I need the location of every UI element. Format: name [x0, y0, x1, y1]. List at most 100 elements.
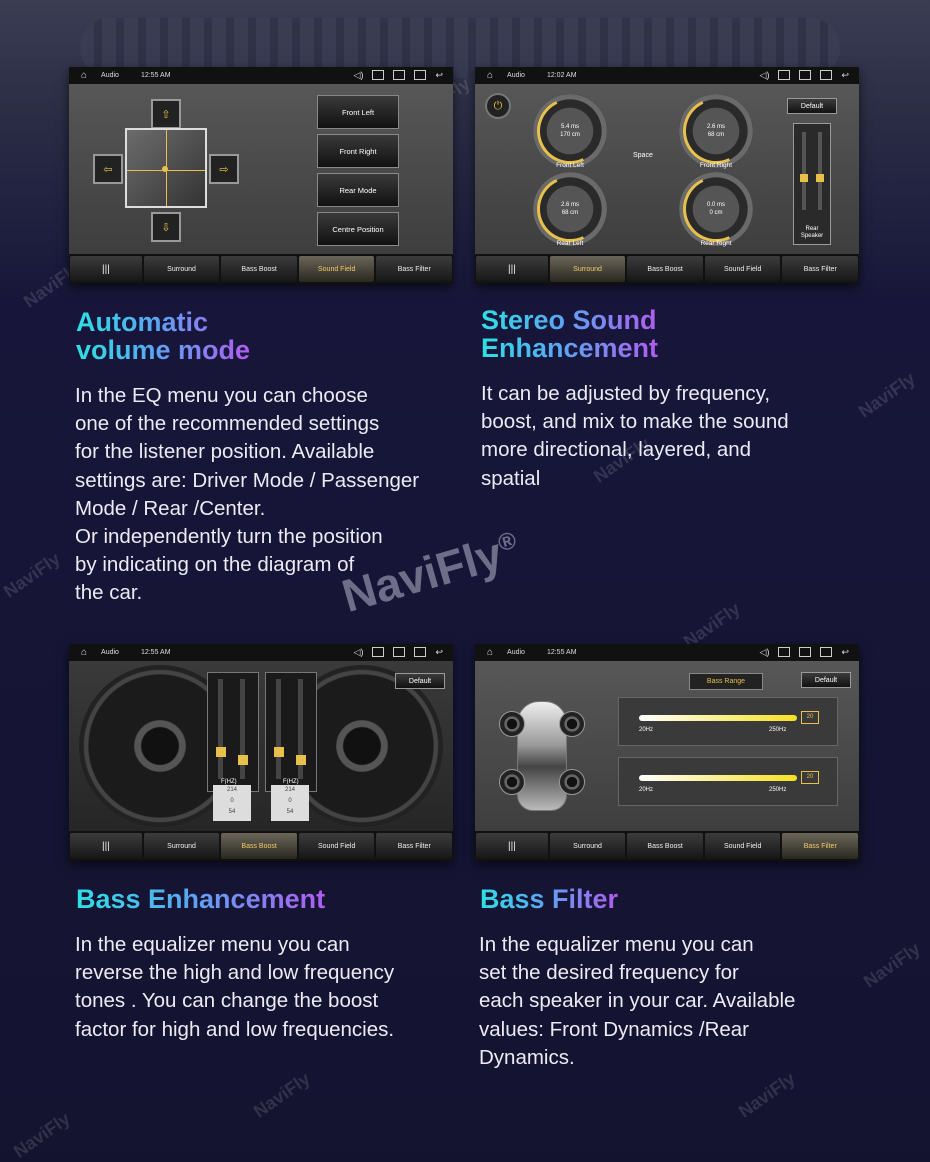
seat-diagram[interactable]	[125, 128, 207, 208]
tab-surround[interactable]: Surround	[143, 833, 220, 859]
app-title: Audio	[507, 649, 525, 656]
volume-icon[interactable]: ◁)	[759, 647, 770, 657]
eq-slider-right[interactable]	[265, 672, 317, 792]
slider-handle[interactable]	[238, 755, 248, 765]
default-button[interactable]: Default	[801, 672, 851, 688]
screenshot-icon[interactable]	[778, 70, 791, 80]
equalizer-tab-icon[interactable]: |||	[70, 256, 142, 282]
slider-handle[interactable]	[800, 174, 808, 182]
eq-value: 214	[226, 787, 237, 793]
back-icon[interactable]: ↩	[841, 70, 849, 80]
heading-line: Bass Enhancement	[76, 884, 326, 914]
home-icon[interactable]: ⌂	[81, 70, 88, 81]
arrow-up-button[interactable]: ⇧	[151, 99, 181, 129]
clock: 12:55 AM	[546, 649, 577, 656]
knob-label: Rear Left	[556, 240, 584, 247]
recent-apps-icon[interactable]	[820, 647, 833, 657]
tab-bass-filter[interactable]: Bass Filter	[376, 256, 453, 282]
tab-sound-field[interactable]: Sound Field	[704, 256, 781, 282]
knob-front-left[interactable]: 5.4 ms 170 cm Front Left	[527, 88, 613, 174]
default-button[interactable]: Default	[787, 98, 837, 114]
paragraph-bass-filter: In the equalizer menu you can set the de…	[479, 931, 795, 1072]
max-freq-label: 250Hz	[769, 727, 787, 733]
tab-bass-boost[interactable]: Bass Boost	[221, 256, 297, 282]
tab-bass-boost[interactable]: Bass Boost	[221, 833, 297, 859]
tab-surround[interactable]: Surround	[549, 256, 626, 282]
tab-sound-field[interactable]: Sound Field	[298, 833, 375, 859]
tab-surround[interactable]: Surround	[143, 256, 220, 282]
tab-bass-boost[interactable]: Bass Boost	[627, 833, 703, 859]
car-top-view	[517, 701, 567, 811]
knob-arc	[673, 88, 759, 174]
screenshot-icon[interactable]	[372, 647, 385, 657]
home-icon[interactable]: ⌂	[487, 647, 494, 658]
volume-icon[interactable]: ◁)	[353, 70, 364, 80]
volume-icon[interactable]: ◁)	[353, 647, 364, 657]
home-icon[interactable]: ⌂	[487, 70, 494, 81]
tab-bass-boost[interactable]: Bass Boost	[627, 256, 703, 282]
back-icon[interactable]: ↩	[435, 70, 443, 80]
slider-handle[interactable]	[296, 755, 306, 765]
back-icon[interactable]: ↩	[435, 647, 443, 657]
close-app-icon[interactable]	[393, 70, 406, 80]
home-icon[interactable]: ⌂	[81, 647, 88, 658]
app-title: Audio	[101, 72, 119, 79]
speaker-rear-right-icon[interactable]	[559, 769, 585, 795]
volume-icon[interactable]: ◁)	[759, 70, 770, 80]
slider-track[interactable]	[639, 775, 797, 781]
equalizer-tab-icon[interactable]: |||	[476, 256, 548, 282]
front-right-button[interactable]: Front Right	[317, 134, 399, 168]
arrow-right-button[interactable]: ⇨	[209, 154, 239, 184]
bass-filter-slider-rear[interactable]: 20Hz 250Hz 20	[618, 757, 838, 806]
close-app-icon[interactable]	[393, 647, 406, 657]
recent-apps-icon[interactable]	[414, 647, 427, 657]
min-freq-label: 20Hz	[639, 727, 654, 733]
speaker-front-left-icon[interactable]	[499, 711, 525, 737]
arrow-down-button[interactable]: ⇩	[151, 212, 181, 242]
power-icon[interactable]: ⏻	[485, 93, 511, 119]
equalizer-tab-icon[interactable]: |||	[476, 833, 548, 859]
tab-sound-field[interactable]: Sound Field	[704, 833, 781, 859]
eq-slider-left[interactable]	[207, 672, 259, 792]
tab-bass-filter[interactable]: Bass Filter	[376, 833, 453, 859]
default-button[interactable]: Default	[395, 673, 445, 689]
tab-sound-field[interactable]: Sound Field	[298, 256, 375, 282]
panel-bass-filter: ⌂ Audio 12:55 AM ◁) ↩ Bass Range Default…	[475, 644, 859, 861]
slider-track[interactable]	[639, 715, 797, 721]
slider-handle[interactable]	[216, 747, 226, 757]
text-line: It can be adjusted by frequency,	[481, 382, 771, 405]
status-bar: ⌂ Audio 12:55 AM ◁) ↩	[69, 67, 453, 84]
screenshot-icon[interactable]	[372, 70, 385, 80]
knob-distance: 68 cm	[707, 132, 725, 138]
close-app-icon[interactable]	[799, 70, 812, 80]
rear-mode-button[interactable]: Rear Mode	[317, 173, 399, 207]
front-left-button[interactable]: Front Left	[317, 95, 399, 129]
tab-bass-filter[interactable]: Bass Filter	[782, 833, 859, 859]
tab-bass-filter[interactable]: Bass Filter	[782, 256, 859, 282]
rear-speaker-slider[interactable]: Rear Speaker	[793, 123, 831, 245]
clock: 12:55 AM	[140, 72, 171, 79]
heading-line: Enhancement	[481, 333, 659, 363]
recent-apps-icon[interactable]	[820, 70, 833, 80]
knob-rear-left[interactable]: 2.6 ms 68 cm Rear Left	[527, 166, 613, 252]
slider-track	[298, 679, 303, 779]
slider-handle[interactable]	[816, 174, 824, 182]
centre-position-button[interactable]: Centre Position	[317, 212, 399, 246]
tab-bar: ||| Surround Bass Boost Sound Field Bass…	[475, 831, 859, 861]
close-app-icon[interactable]	[799, 647, 812, 657]
tab-surround[interactable]: Surround	[549, 833, 626, 859]
speaker-front-right-icon[interactable]	[559, 711, 585, 737]
bass-filter-slider-front[interactable]: 20Hz 250Hz 20	[618, 697, 838, 746]
listener-position-marker[interactable]	[162, 166, 168, 172]
knob-front-right[interactable]: 2.6 ms 68 cm Front Right	[673, 88, 759, 174]
back-icon[interactable]: ↩	[841, 647, 849, 657]
recent-apps-icon[interactable]	[414, 70, 427, 80]
screenshot-icon[interactable]	[778, 647, 791, 657]
speaker-rear-left-icon[interactable]	[499, 769, 525, 795]
equalizer-tab-icon[interactable]: |||	[70, 833, 142, 859]
slider-handle[interactable]	[274, 747, 284, 757]
paragraph-stereo-sound: It can be adjusted by frequency, boost, …	[481, 380, 789, 493]
heading-line: Automatic	[76, 307, 209, 337]
knob-rear-right[interactable]: 0.0 ms 0 cm Rear Right	[673, 166, 759, 252]
arrow-left-button[interactable]: ⇦	[93, 154, 123, 184]
